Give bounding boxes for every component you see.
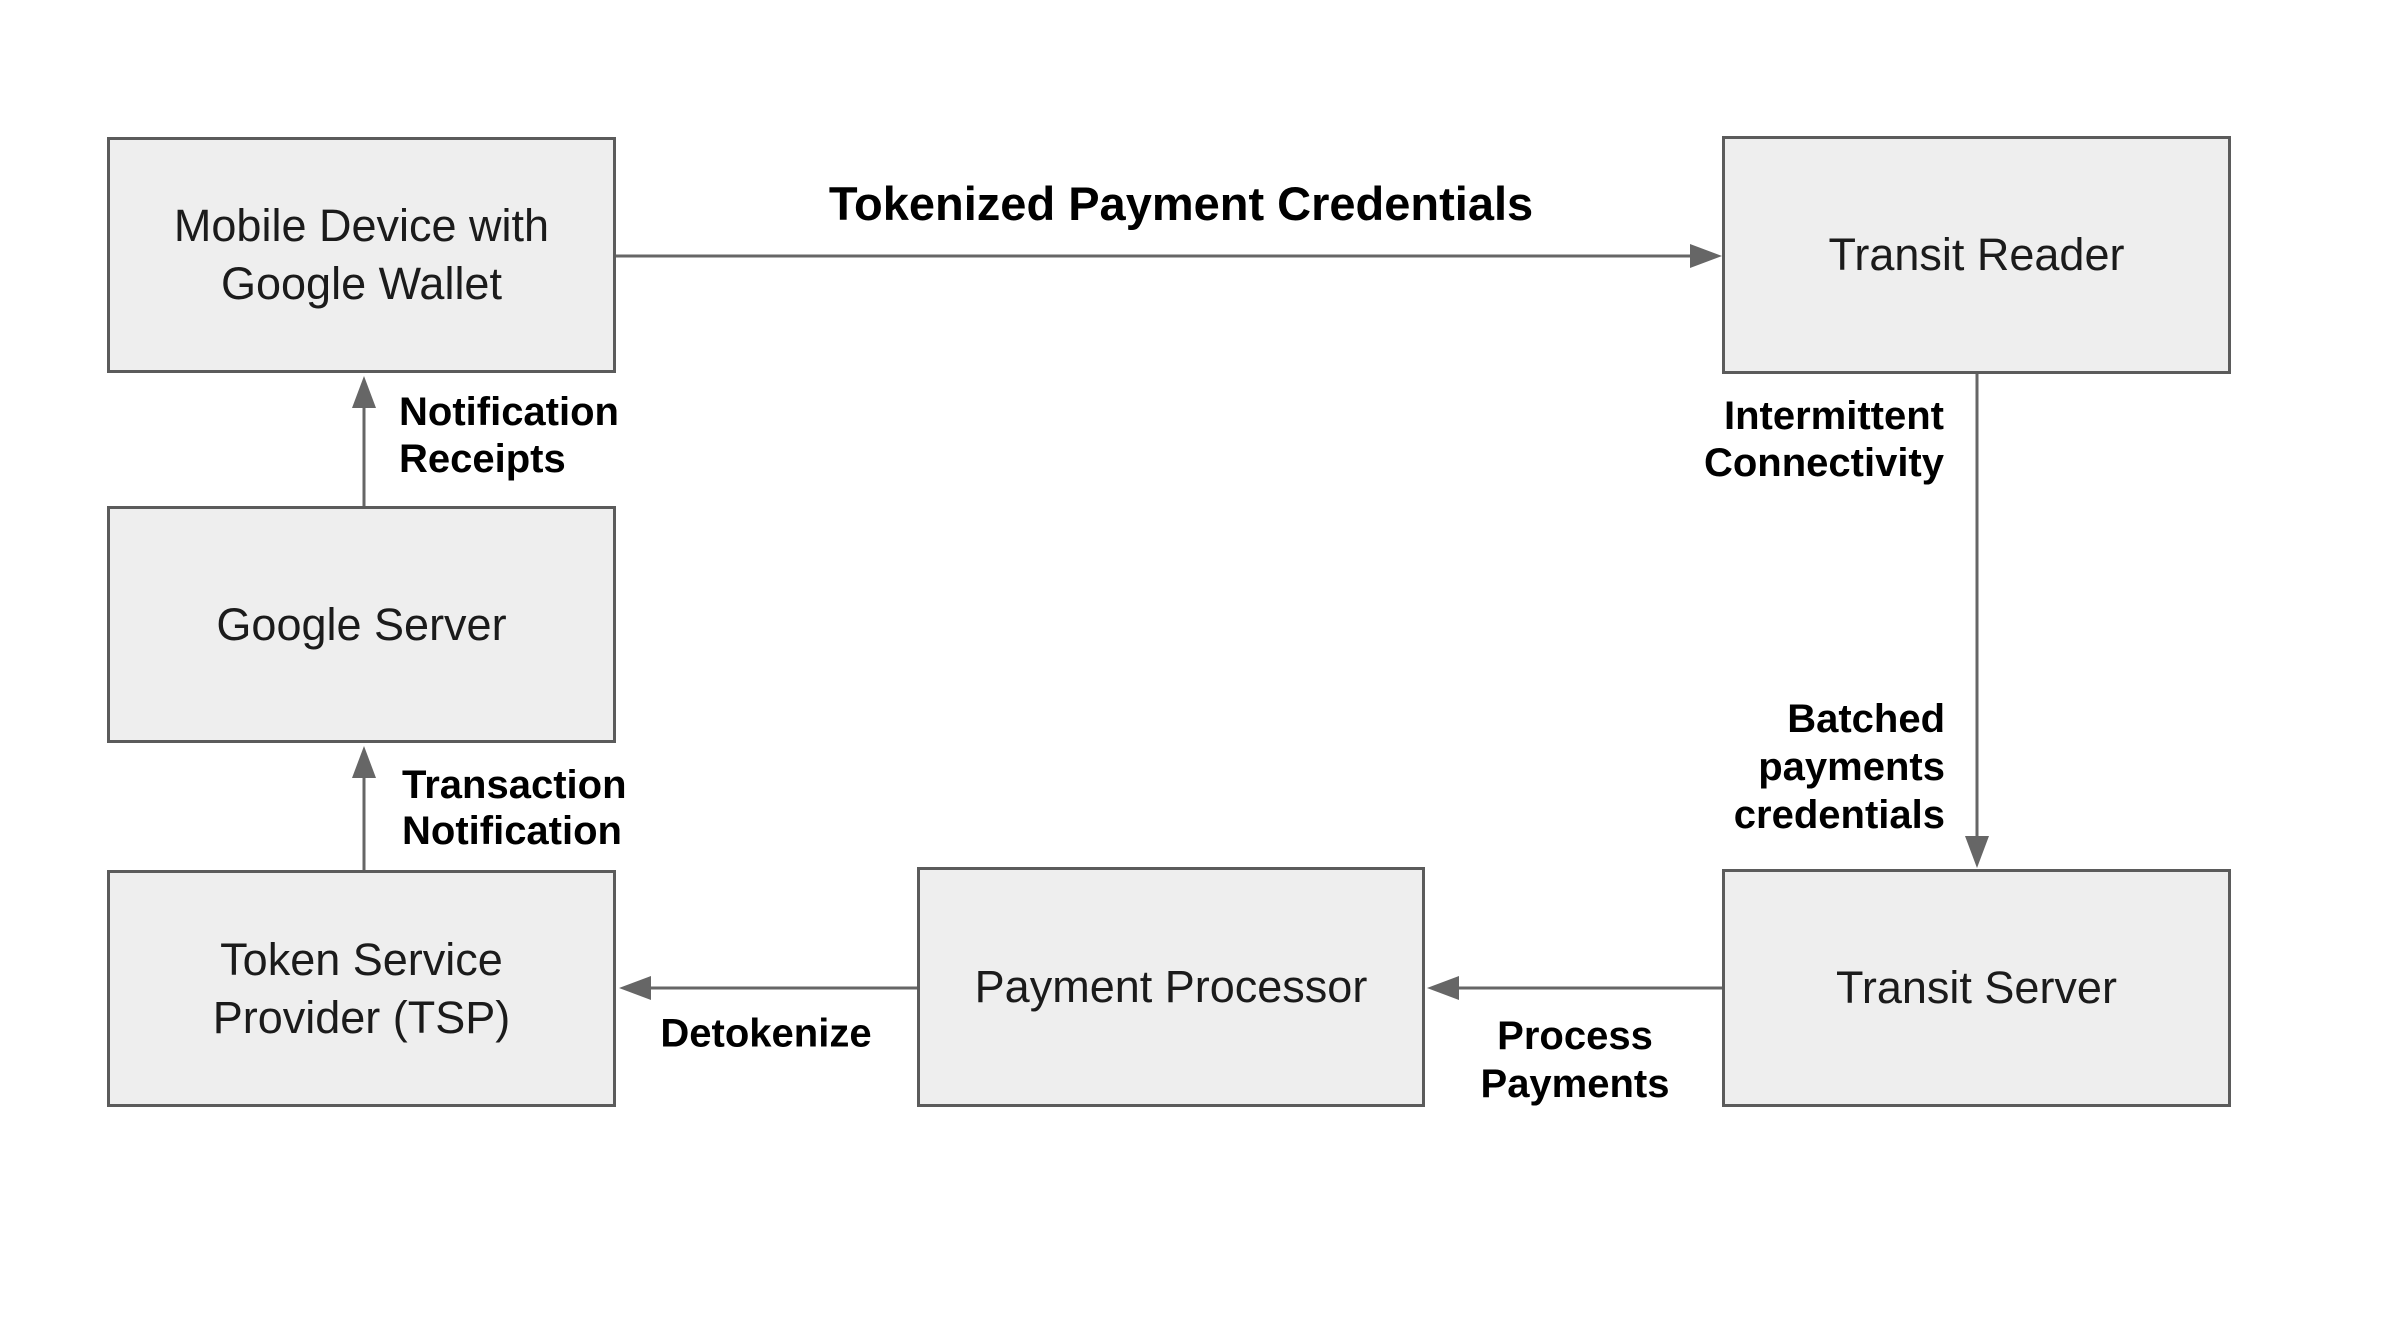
- arrow-server-to-processor-head-left-icon: [1427, 976, 1459, 1000]
- node-mobile-device-label: Mobile Device with Google Wallet: [173, 200, 550, 309]
- node-token-service-provider: Token Service Provider (TSP): [107, 870, 616, 1107]
- node-google-server-label: Google Server: [216, 598, 507, 650]
- arrow-processor-to-tsp-head-left-icon: [619, 976, 651, 1000]
- node-token-service-provider-label: Token Service Provider (TSP): [212, 933, 511, 1043]
- edge-label-process-payments: Process Payments: [1480, 1014, 1670, 1106]
- node-transit-reader: Transit Reader: [1722, 136, 2231, 374]
- node-transit-server-label: Transit Server: [1836, 962, 2117, 1013]
- node-payment-processor-label: Payment Processor: [974, 961, 1368, 1012]
- edge-label-intermittent-connectivity: Intermittent Connectivity: [1703, 394, 1944, 485]
- edge-label-tokenized-payment-credentials: Tokenized Payment Credentials: [828, 177, 1534, 230]
- node-mobile-device: Mobile Device with Google Wallet: [107, 137, 616, 373]
- node-transit-reader-label: Transit Reader: [1828, 229, 2125, 280]
- node-transit-server: Transit Server: [1722, 869, 2231, 1107]
- node-payment-processor: Payment Processor: [917, 867, 1425, 1107]
- edge-label-transaction-notification: Transaction Notification: [402, 763, 627, 853]
- arrow-tsp-to-google-head-up-icon: [352, 746, 376, 778]
- edge-label-notification-receipts: Notification Receipts: [399, 390, 619, 481]
- arrow-google-to-mobile-head-up-icon: [352, 376, 376, 408]
- arrow-tokenized-head-right-icon: [1690, 244, 1722, 268]
- edge-label-detokenize: Detokenize: [660, 1011, 872, 1056]
- arrow-reader-to-server-head-down-icon: [1965, 836, 1989, 868]
- edge-label-batched-payments-credentials: Batched payments credentials: [1733, 697, 1945, 837]
- node-google-server: Google Server: [107, 506, 616, 743]
